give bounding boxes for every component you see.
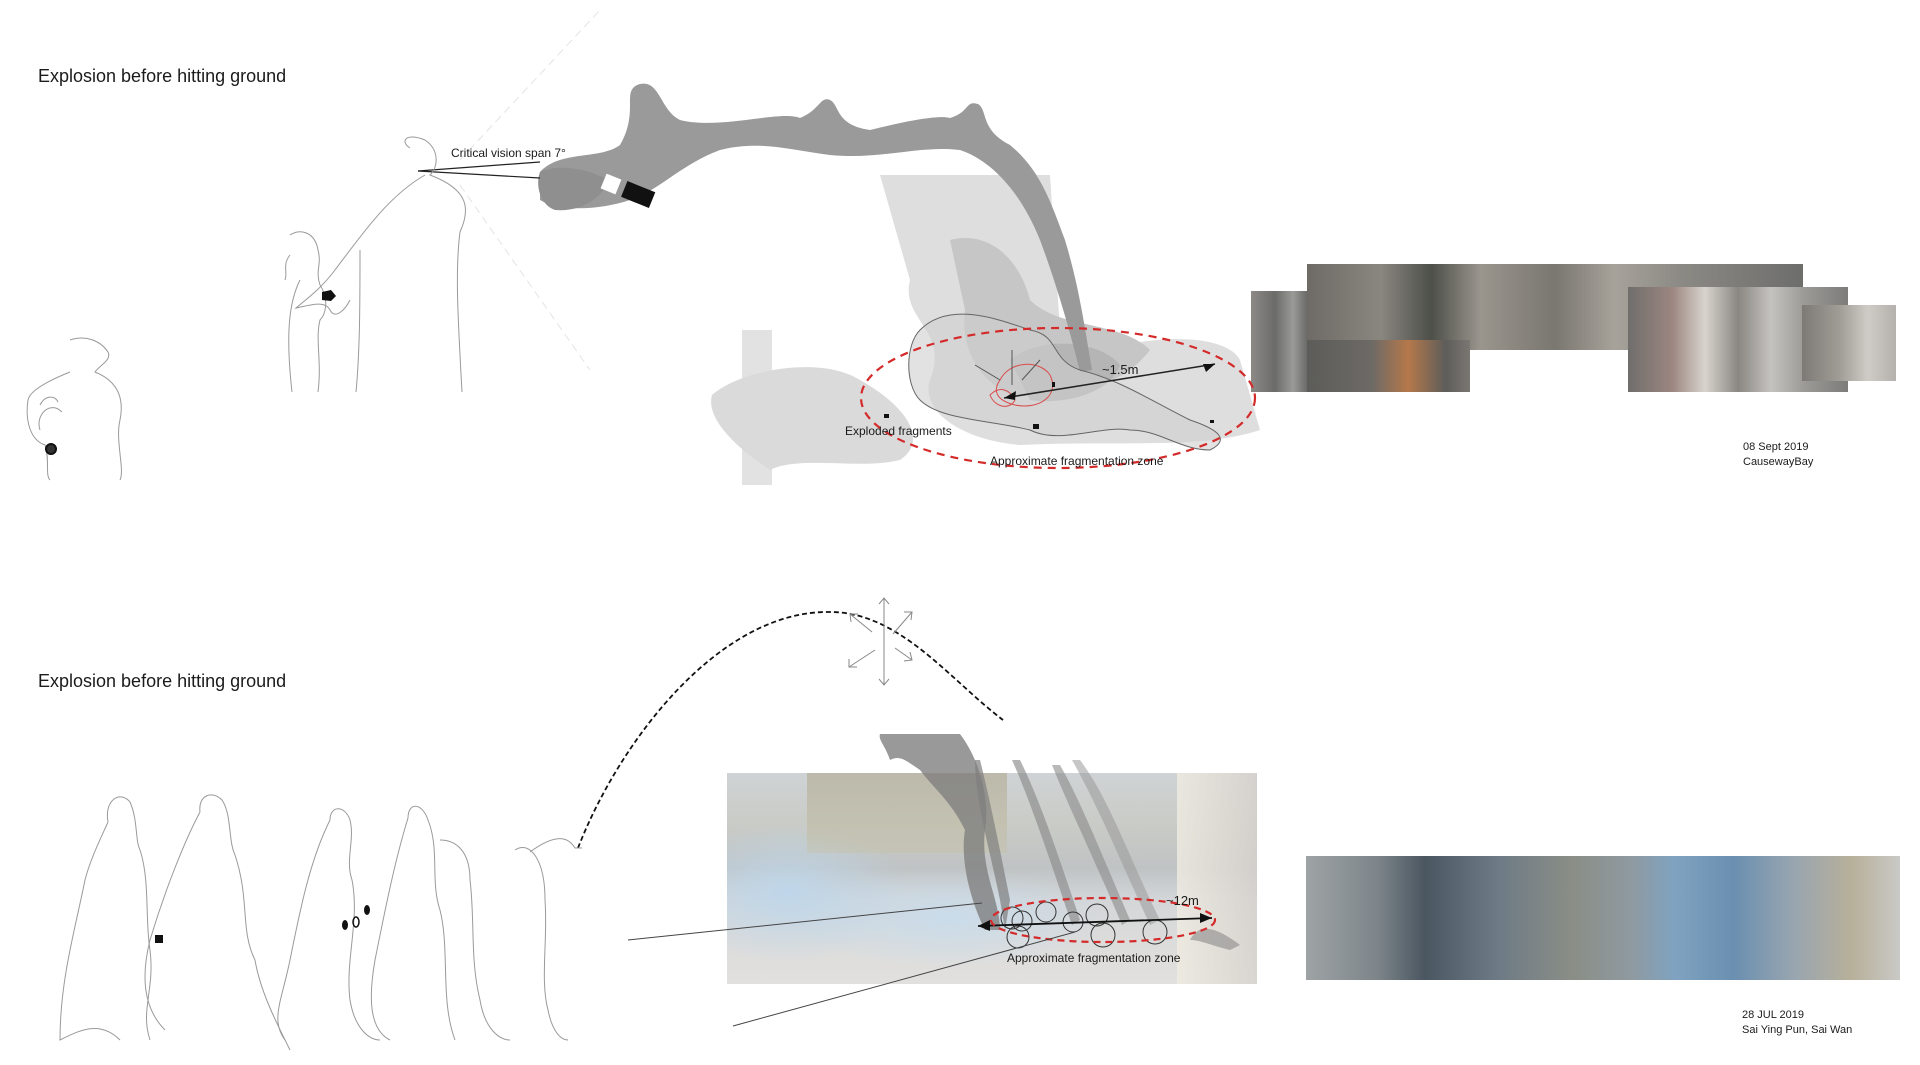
fragmentation-zone-label-top: Approximate fragmentation zone: [990, 454, 1164, 468]
date-caption-bottom: 28 JUL 2019: [1742, 1009, 1804, 1021]
bottom-smoke-streaks: [879, 734, 1240, 950]
photo-collage-causewaybay-part: [1251, 291, 1311, 392]
exploded-fragments-label: Exploded fragments: [845, 424, 952, 438]
top-panel-title: Explosion before hitting ground: [38, 66, 287, 86]
canister-held-icon: [342, 920, 348, 930]
photo-collage-sai-ying-pun: [1306, 856, 1900, 980]
canister-held-icon: [322, 290, 336, 301]
canister-held-icon: [155, 935, 163, 943]
date-caption-top: 08 Sept 2019: [1743, 441, 1809, 453]
canister-icon: [621, 181, 656, 209]
canister-held-icon: [45, 443, 57, 455]
canister-held-icon: [352, 916, 360, 928]
canister-held-icon: [364, 905, 370, 915]
bottom-panel-title: Explosion before hitting ground: [38, 671, 287, 691]
location-caption-top: CausewayBay: [1743, 456, 1814, 468]
bottom-figure-outlines: [59, 794, 582, 1051]
photo-collage-causewaybay-part: [1307, 340, 1470, 392]
burst-arrows: [848, 597, 913, 686]
fragmentation-zone-top: [859, 326, 1257, 470]
photo-collage-causewaybay-part: [1802, 305, 1896, 381]
fragment-icon: [1052, 382, 1055, 387]
location-caption-bottom: Sai Ying Pun, Sai Wan: [1742, 1024, 1853, 1036]
fragmentation-zone-bottom: [989, 896, 1217, 944]
vision-span-label: Critical vision span 7°: [451, 146, 566, 160]
distance-label-top: ~1.5m: [1102, 362, 1139, 377]
fragmentation-zone-label-bottom: Approximate fragmentation zone: [1007, 951, 1181, 965]
fragment-icon: [1210, 420, 1214, 423]
fragment-icon: [1033, 424, 1039, 429]
fragment-icon: [884, 414, 889, 418]
photo-wall: [1177, 773, 1257, 984]
distance-label-bottom: ~12m: [1166, 893, 1199, 908]
trajectory-arc: [577, 611, 1004, 849]
top-figure-outlines: [26, 136, 466, 481]
